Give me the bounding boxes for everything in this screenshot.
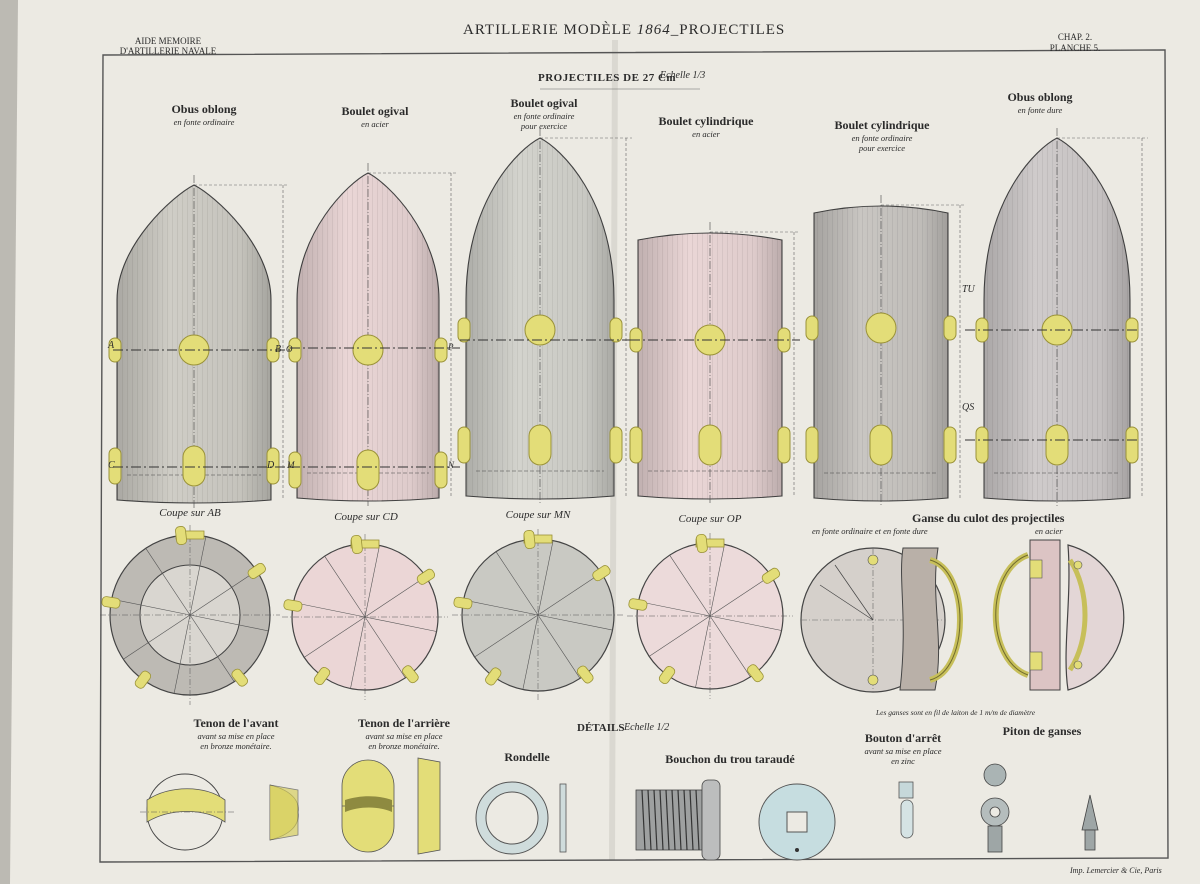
rondelle-drawing — [475, 781, 567, 855]
projectile-6-sub1: en fonte dure — [1017, 105, 1063, 115]
letter-n: N — [448, 460, 455, 470]
details-title: DÉTAILS — [577, 722, 625, 734]
tenon-arriere-drawing — [341, 757, 441, 855]
projectile-6-name: Obus oblong — [1007, 90, 1073, 104]
tenon-avant-drawing — [140, 773, 299, 851]
letter-tu: TU — [962, 284, 975, 295]
projectile-2-sub1: en acier — [361, 119, 389, 129]
section-lines — [113, 329, 1140, 468]
letter-qs: QS — [962, 402, 975, 413]
details-drawings — [140, 757, 1099, 861]
header-left-line1: AIDE MEMOIRE — [134, 36, 202, 46]
detail-label-3: Rondelle — [504, 750, 549, 765]
letter-m: M — [287, 460, 295, 470]
projectile-1 — [108, 175, 289, 508]
header-right-line2: PLANCHE 5. — [1049, 43, 1101, 53]
details-scale: Echelle 1/2 — [624, 722, 670, 733]
detail-label-6: Piton de ganses — [1003, 724, 1082, 739]
detail-1-sub2: en bronze monétaire. — [200, 741, 272, 751]
projectile-5-name: Boulet cylindrique — [834, 118, 930, 132]
detail-3-name: Rondelle — [504, 750, 550, 764]
title-year: 1864 — [636, 22, 671, 38]
projectile-3-sub1: en fonte ordinaire — [513, 111, 575, 121]
piton-drawing — [980, 763, 1099, 853]
letter-o: O — [286, 344, 293, 354]
coupe-2 — [282, 534, 448, 700]
projectile-3-sub2: pour exercice — [520, 121, 568, 131]
plate-frame — [99, 49, 1169, 863]
projectile-1-name: Obus oblong — [171, 102, 237, 116]
projectile-5-sub1: en fonte ordinaire — [851, 133, 913, 143]
letter-d: D — [267, 460, 275, 471]
detail-label-4: Bouchon du trou taraudé — [665, 752, 794, 767]
letter-a: A — [108, 340, 115, 351]
section-title: PROJECTILES DE 27 Cm — [538, 72, 677, 84]
projectile-5 — [805, 195, 966, 506]
coupes-group — [100, 525, 793, 705]
letter-b: B — [275, 344, 282, 355]
detail-5-name: Bouton d'arrêt — [864, 731, 942, 745]
ganse-drawings — [800, 539, 1125, 693]
header-right-line1: CHAP. 2. — [1057, 32, 1093, 42]
ganse-left-section — [899, 547, 963, 691]
ganse-sub-left: en fonte ordinaire et en fonte dure — [812, 526, 928, 536]
header-left-line2: D'ARTILLERIE NAVALE — [119, 46, 217, 56]
ganse-sub-right: en acier — [1035, 526, 1063, 536]
ganse-title: Ganse du culot des projectiles — [912, 511, 1065, 525]
projectile-6 — [975, 128, 1148, 506]
bouton-arret-drawing — [898, 781, 914, 839]
projectile-5-sub2: pour exercice — [858, 143, 906, 153]
letter-c: C — [108, 460, 115, 471]
paper-shadow-left — [0, 0, 18, 884]
ganse-right-section — [992, 539, 1061, 691]
detail-6-name: Piton de ganses — [1002, 724, 1082, 738]
detail-2-sub1: avant sa mise en place — [365, 731, 443, 741]
bouchon-drawing — [635, 779, 836, 861]
title-prefix: ARTILLERIE MODÈLE — [463, 22, 632, 38]
projectiles-group — [108, 128, 1148, 508]
projectile-2 — [288, 163, 457, 506]
coupe-4 — [627, 533, 793, 699]
coupe-label-4: Coupe sur OP — [678, 513, 742, 525]
detail-4-name: Bouchon du trou taraudé — [665, 752, 795, 766]
ganse-note: Les ganses sont en fil de laiton de 1 m/… — [876, 708, 1036, 717]
section-scale: Echelle 1/3 — [660, 70, 706, 81]
coupe-label-1: Coupe sur AB — [159, 507, 221, 519]
detail-2-sub2: en bronze monétaire. — [368, 741, 440, 751]
coupe-label-3: Coupe sur MN — [505, 509, 571, 521]
ganse-right-disc — [1065, 544, 1125, 691]
projectile-4 — [629, 222, 800, 504]
coupe-3 — [452, 529, 624, 701]
detail-1-sub1: avant sa mise en place — [197, 731, 275, 741]
projectile-3 — [457, 128, 632, 504]
letter-p: P — [448, 342, 454, 352]
projectile-4-sub1: en acier — [692, 129, 720, 139]
imprint: Imp. Lemercier & Cie, Paris — [1070, 866, 1162, 875]
projectile-1-sub1: en fonte ordinaire — [173, 117, 235, 127]
coupe-1 — [100, 525, 280, 705]
coupe-label-2: Coupe sur CD — [334, 511, 398, 523]
detail-1-name: Tenon de l'avant — [193, 716, 279, 730]
projectile-4-name: Boulet cylindrique — [658, 114, 754, 128]
detail-5-sub2: en zinc — [891, 756, 915, 766]
detail-5-sub1: avant sa mise en place — [864, 746, 942, 756]
title-suffix: _PROJECTILES — [670, 22, 786, 38]
projectile-2-name: Boulet ogival — [341, 104, 409, 118]
page-title: ARTILLERIE MODÈLE 1864_PROJECTILES — [463, 22, 785, 39]
projectile-3-name: Boulet ogival — [510, 96, 578, 110]
detail-2-name: Tenon de l'arrière — [358, 716, 450, 730]
